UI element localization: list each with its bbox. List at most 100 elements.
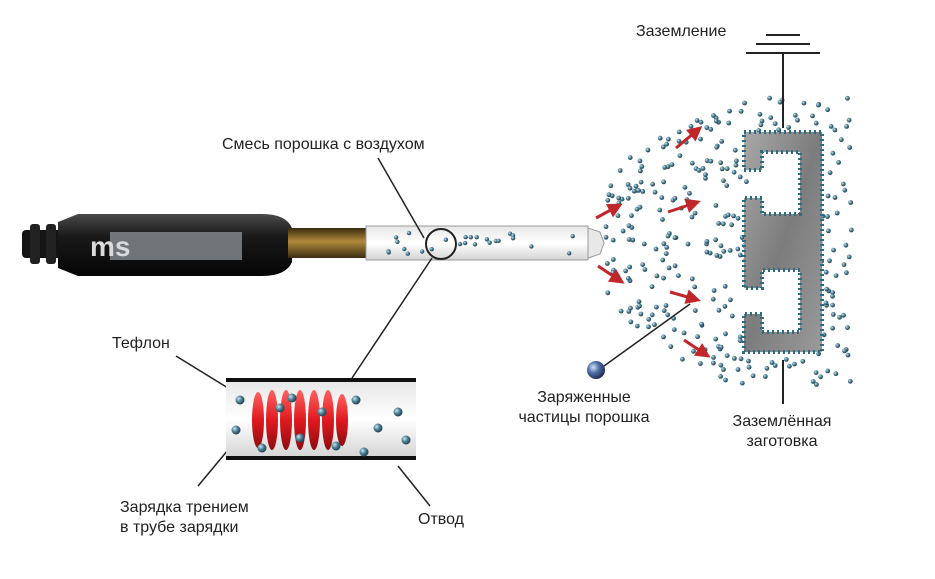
- powder-particle: [688, 124, 694, 129]
- powder-particle: [692, 210, 698, 216]
- powder-particle: [828, 124, 834, 129]
- powder-particle: [718, 362, 724, 368]
- powder-particle: [729, 222, 734, 228]
- powder-particle: [698, 361, 703, 366]
- powder-particle: [652, 322, 657, 328]
- powder-particle: [677, 153, 683, 159]
- powder-particle: [827, 170, 833, 176]
- powder-particle: [636, 188, 641, 193]
- powder-particle: [834, 210, 840, 216]
- powder-particle: [672, 263, 678, 269]
- friction-charging-label: Зарядка трением в трубе зарядки: [120, 498, 249, 538]
- powder-particle: [474, 235, 479, 240]
- powder-particle: [654, 304, 659, 310]
- leader-line: [603, 303, 691, 367]
- powder-particle: [742, 100, 747, 106]
- gun-brass-band: [288, 228, 368, 258]
- powder-particle: [640, 262, 646, 267]
- powder-particle: [737, 334, 743, 340]
- friction-charging-label-line2: в трубе зарядки: [120, 519, 239, 536]
- powder-particle: [704, 249, 710, 255]
- leader-line: [351, 257, 433, 379]
- powder-particle: [830, 290, 835, 295]
- leader-lines: [175, 157, 691, 507]
- powder-particle: [716, 221, 722, 226]
- powder-particle: [641, 241, 647, 247]
- powder-particle: [654, 273, 660, 279]
- powder-particle: [685, 241, 691, 247]
- powder-particle: [846, 254, 852, 260]
- powder-particle: [732, 356, 737, 361]
- powder-particle: [735, 367, 741, 372]
- powder-particle: [395, 239, 400, 244]
- powder-particle: [652, 189, 658, 195]
- powder-particle: [626, 237, 632, 242]
- powder-particle: [626, 223, 632, 229]
- powder-particle: [731, 169, 737, 175]
- powder-particle: [687, 190, 692, 196]
- powder-particle: [703, 172, 708, 178]
- powder-particle: [634, 323, 640, 329]
- powder-air-mix-label: Смесь порошка с воздухом: [222, 136, 425, 153]
- powder-particle: [661, 334, 666, 340]
- powder-particle: [711, 113, 716, 118]
- powder-particle: [714, 253, 720, 258]
- charged-particles-label-line1: Заряженные: [537, 389, 631, 406]
- powder-particle: [724, 183, 730, 189]
- powder-particle: [620, 228, 626, 234]
- powder-particle: [660, 217, 665, 222]
- powder-particle: [713, 118, 719, 124]
- powder-particle: [671, 327, 677, 332]
- powder-particle: [844, 124, 849, 129]
- magnified-particle: [401, 435, 411, 445]
- powder-particle: [719, 139, 725, 144]
- powder-particle: [610, 257, 616, 262]
- powder-particle: [660, 144, 666, 150]
- powder-particle: [638, 311, 644, 317]
- powder-particle: [710, 296, 716, 302]
- powder-particle: [625, 182, 631, 187]
- powder-particle: [704, 158, 710, 164]
- magnified-particle: [359, 447, 369, 457]
- magnified-particle: [351, 395, 361, 405]
- charging-tube: [365, 225, 605, 261]
- powder-particle: [738, 108, 744, 114]
- powder-particle: [665, 233, 671, 239]
- powder-particle: [691, 348, 696, 354]
- powder-particle: [711, 360, 716, 366]
- powder-particle: [722, 283, 728, 289]
- powder-particle: [689, 160, 695, 166]
- powder-particle: [646, 316, 652, 322]
- powder-particle: [606, 192, 612, 198]
- powder-particle: [631, 188, 637, 194]
- powder-particle: [824, 286, 830, 292]
- magnified-charging-tube: [226, 378, 416, 460]
- grounded-workpiece-label-line2: заготовка: [746, 433, 818, 450]
- powder-particle: [646, 324, 651, 330]
- powder-particle: [718, 344, 724, 350]
- spray-arrow: [597, 264, 625, 284]
- powder-particle: [718, 160, 724, 166]
- powder-particle: [846, 117, 852, 123]
- grounded-workpiece: [742, 130, 824, 354]
- leader-line: [175, 355, 229, 389]
- powder-particle: [727, 248, 733, 253]
- powder-particle: [484, 237, 490, 242]
- powder-particle: [567, 251, 572, 256]
- powder-particle: [713, 237, 718, 243]
- powder-particle: [462, 240, 468, 246]
- powder-particle: [823, 300, 829, 306]
- teflon-wall-top: [226, 378, 416, 382]
- powder-particle: [637, 303, 642, 309]
- magnified-particle: [257, 443, 267, 453]
- powder-particle: [733, 162, 739, 168]
- powder-particle: [666, 136, 671, 142]
- powder-particle: [638, 168, 643, 174]
- powder-particle: [825, 193, 831, 199]
- powder-particle: [746, 358, 751, 364]
- powder-particle: [735, 215, 741, 221]
- spray-arrows: [595, 126, 711, 358]
- powder-particle: [813, 120, 819, 126]
- powder-particle: [617, 168, 623, 173]
